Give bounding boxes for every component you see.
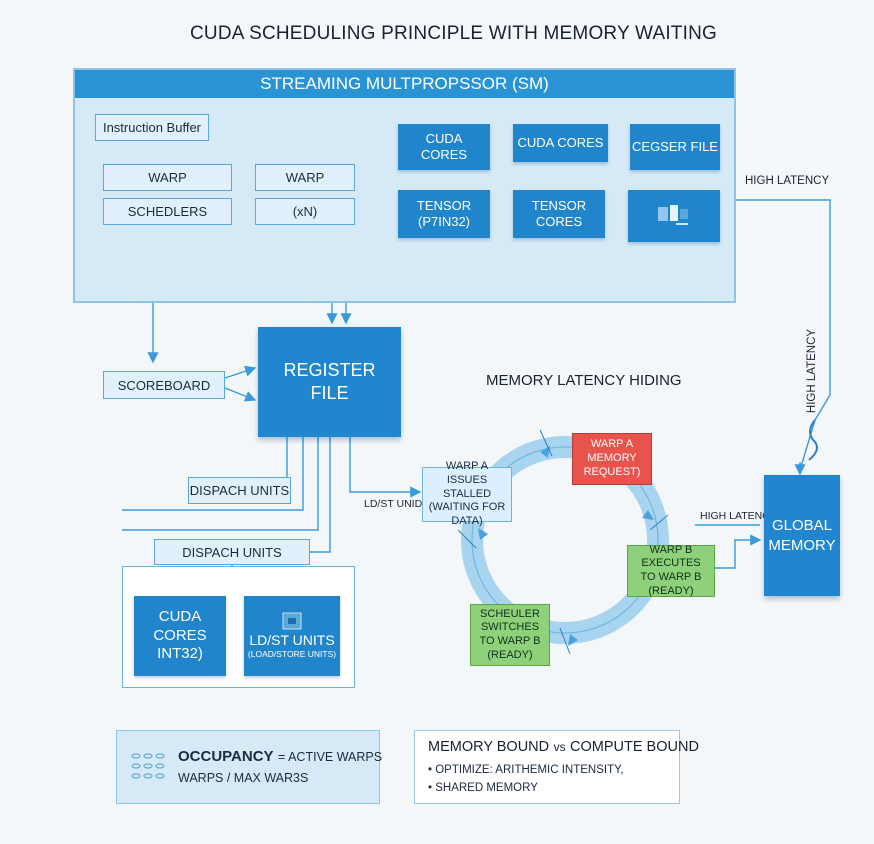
sm-header: STREAMING MULTPROPSSOR (SM) [75, 70, 734, 98]
chip-icon [658, 205, 688, 225]
warp-b-executes-box: WARP B EXECUTES TO WARP B (READY) [627, 544, 715, 597]
scoreboard-box: SCOREBOARD [103, 371, 225, 399]
cuda-cores-int32-box: CUDA CORES INT32) [134, 596, 226, 676]
high-latency-label-vertical: HIGH LATENCY [806, 328, 819, 414]
warp-a-memory-request-box: WARP A MEMORY REQUEST) [572, 433, 652, 485]
warp-box-right: WARP [255, 164, 355, 191]
memory-bound-panel [414, 730, 680, 804]
bullet-dot-1: • [428, 764, 436, 776]
warp-a-stalled-box: WARP A ISSUES STALLED (WAITING FOR DATA) [422, 460, 512, 527]
memory-bound-title: MEMORY BOUND vs COMPUTE BOUND [428, 738, 699, 756]
instruction-buffer: Instruction Buffer [95, 114, 209, 141]
chip-icon-box [628, 190, 720, 242]
occupancy-panel [116, 730, 380, 804]
compute-bound-label: COMPUTE BOUND [570, 739, 699, 755]
cegser-file-box: CEGSER FILE [630, 124, 720, 170]
cuda-cores-box-1: CUDA CORES [398, 124, 490, 170]
diagram-title: CUDA SCHEDULING PRINCIPLE WITH MEMORY WA… [190, 23, 717, 44]
vs-label: vs [553, 740, 566, 754]
occupancy-line-2: WARPS / MAX WAR3S [178, 771, 309, 785]
occupancy-line-1: OCCUPANCY = ACTIVE WARPS [178, 748, 382, 766]
high-latency-label-mid: HIGH LATENCY [700, 510, 777, 522]
memory-bound-bullet-2: • SHARED MEMORY [428, 782, 538, 794]
warp-stack-icon [131, 753, 165, 779]
bullet-dot-2: • [428, 782, 436, 794]
global-memory-box: GLOBAL MEMORY [764, 475, 840, 596]
high-latency-label-top: HIGH LATENCY [745, 175, 830, 187]
occupancy-equation: = ACTIVE WARPS [278, 750, 383, 764]
warp-box-left: WARP [103, 164, 232, 191]
latency-hiding-title: MEMORY LATENCY HIDING [486, 372, 682, 389]
xn-box: (xN) [255, 198, 355, 225]
schedulers-box: SCHEDLERS [103, 198, 232, 225]
dispach-units-box-2: DISPACH UNITS [154, 539, 310, 565]
dispach-units-box-1: DISPACH UNITS [188, 477, 291, 504]
ldst-unit-label: LD/ST UNIDY [364, 498, 430, 510]
bullet-text-2: SHARED MEMORY [435, 782, 538, 794]
scheduler-switches-box: SCHEULER SWITCHES TO WARP B (READY) [470, 604, 550, 666]
bullet-text-1: OPTIMIZE: ARITHEMIC INTENSITY, [435, 764, 624, 776]
register-file-box: REGISTER FILE [258, 327, 401, 437]
memory-bound-label: MEMORY BOUND [428, 739, 550, 755]
ldst-units-label: LD/ST UNITS [249, 631, 335, 648]
ldst-units-sublabel: (LOAD/STORE UNITS) [247, 649, 337, 660]
ldst-chip-icon [282, 612, 302, 630]
tensor-cores-box: TENSOR CORES [513, 190, 605, 238]
ldst-units-box: LD/ST UNITS (LOAD/STORE UNITS) [244, 596, 340, 676]
occupancy-label: OCCUPANCY [178, 748, 274, 765]
tensor-box-1: TENSOR (P7IN32) [398, 190, 490, 238]
cuda-cores-box-2: CUDA CORES [513, 124, 608, 162]
memory-bound-bullet-1: • OPTIMIZE: ARITHEMIC INTENSITY, [428, 764, 624, 776]
